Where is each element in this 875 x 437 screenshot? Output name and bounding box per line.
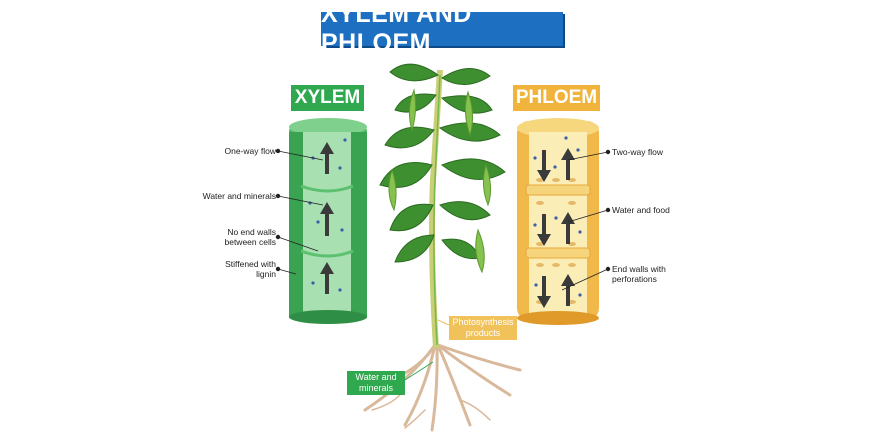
phloem-sieve-plates — [525, 184, 591, 259]
xylem-tube — [289, 118, 367, 324]
tag-pointers — [404, 361, 434, 381]
xylem-title: XYLEM — [291, 85, 364, 111]
phloem-leaders — [561, 149, 611, 291]
plant — [363, 63, 522, 432]
photosynthesis-tag: Photosynthesis products — [449, 316, 517, 340]
stem-inner — [433, 74, 441, 346]
phloem-label-two-way-flow: Two-way flow — [612, 147, 664, 157]
phloem-particles — [533, 136, 582, 297]
roots — [363, 343, 522, 432]
xylem-label-water-minerals: Water and minerals — [202, 191, 276, 201]
xylem-flow-arrows — [320, 142, 334, 294]
phloem-label-end-walls: End walls with perforations — [612, 264, 666, 284]
phloem-flow-arrows — [537, 148, 575, 308]
phloem-label-water-food: Water and food — [612, 205, 670, 215]
roots-tag: Water and minerals — [347, 371, 405, 395]
phloem-pores — [536, 178, 576, 304]
xylem-label-no-end-walls: No end walls between cells — [224, 227, 276, 247]
phloem-tube — [517, 118, 599, 325]
page-title: XYLEM AND PHLOEM — [321, 0, 563, 57]
xylem-label-lignin: Stiffened with lignin — [225, 259, 276, 279]
xylem-rings — [300, 184, 354, 258]
leaves — [379, 63, 506, 263]
phloem-title: PHLOEM — [513, 85, 600, 111]
xylem-leaders — [275, 148, 324, 275]
xylem-label-one-way-flow: One-way flow — [224, 146, 277, 156]
bean-pods — [388, 88, 492, 274]
